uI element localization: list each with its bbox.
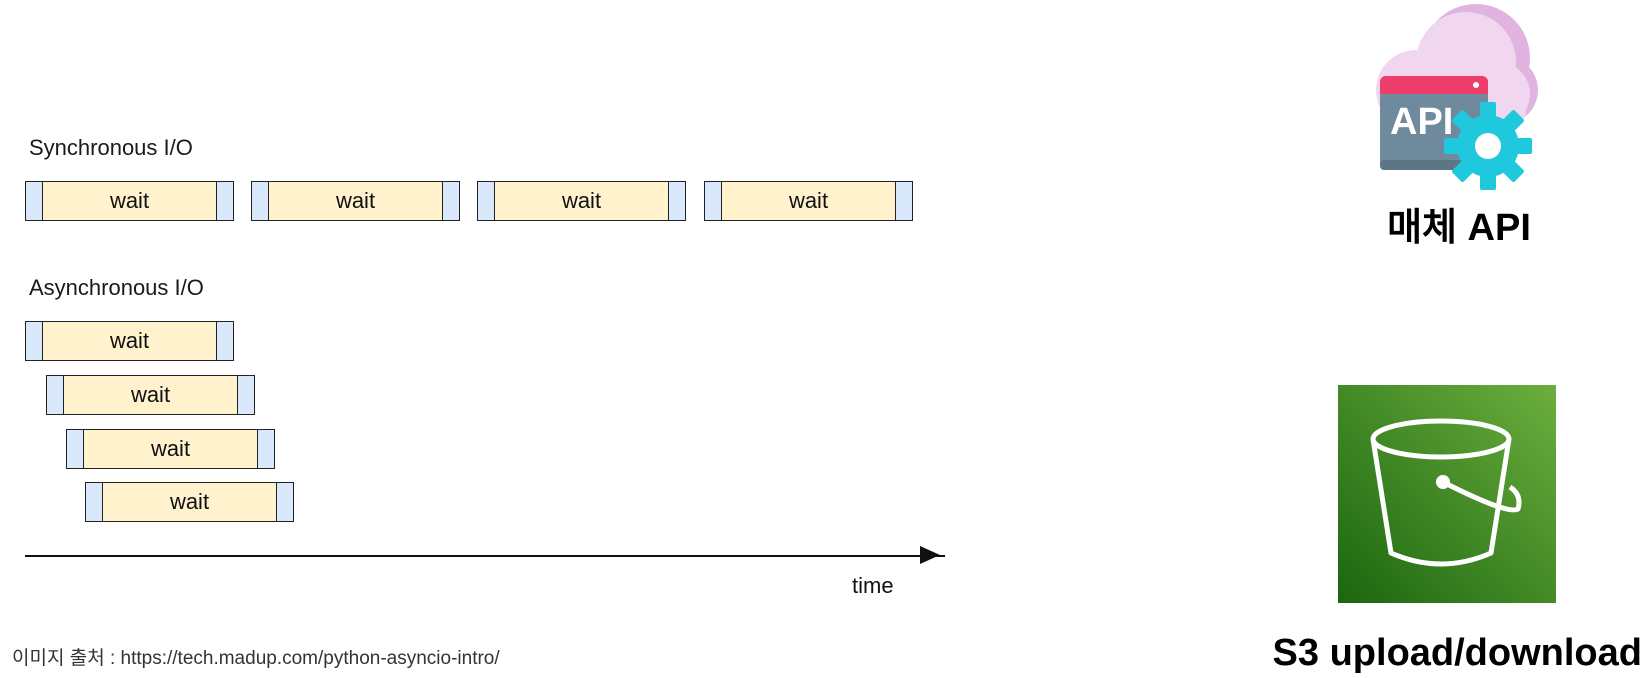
time-axis-arrowhead — [920, 546, 940, 564]
s3-bucket-icon — [1338, 385, 1556, 603]
box-start-cap — [67, 430, 84, 468]
bucket-handle-dot — [1436, 475, 1450, 489]
gear-icon — [1444, 102, 1532, 190]
box-end-cap — [257, 430, 274, 468]
wait-label: wait — [109, 188, 150, 213]
async-wait-box: wait — [66, 429, 275, 469]
box-start-cap — [478, 182, 495, 220]
box-end-cap — [276, 483, 293, 521]
bucket-shape — [1370, 418, 1522, 567]
box-end-cap — [895, 182, 912, 220]
api-title: 매체 API — [1387, 207, 1531, 249]
box-start-cap — [47, 376, 64, 414]
box-end-cap — [237, 376, 254, 414]
sync-io-label: Synchronous I/O — [29, 135, 193, 160]
cloud-api-gear-icon: API — [1376, 4, 1538, 190]
box-end-cap — [442, 182, 459, 220]
s3-title: S3 upload/download — [1272, 632, 1642, 674]
wait-label: wait — [561, 188, 602, 213]
image-credit: 이미지 출처 : https://tech.madup.com/python-a… — [12, 648, 500, 669]
box-start-cap — [252, 182, 269, 220]
box-start-cap — [26, 322, 43, 360]
wait-label: wait — [109, 328, 150, 353]
async-wait-box: wait — [85, 482, 294, 522]
box-start-cap — [705, 182, 722, 220]
wait-label: wait — [169, 489, 210, 514]
wait-label: wait — [150, 436, 191, 461]
wait-label: wait — [788, 188, 829, 213]
wait-label: wait — [335, 188, 376, 213]
sync-wait-box: wait — [704, 181, 913, 221]
box-end-cap — [668, 182, 685, 220]
box-end-cap — [216, 182, 233, 220]
box-start-cap — [86, 483, 103, 521]
sync-wait-box: wait — [251, 181, 460, 221]
box-start-cap — [26, 182, 43, 220]
wait-label: wait — [130, 382, 171, 407]
sync-wait-box: wait — [477, 181, 686, 221]
s3-icon-background — [1338, 385, 1556, 603]
sync-wait-box: wait — [25, 181, 234, 221]
box-end-cap — [216, 322, 233, 360]
time-axis-label: time — [852, 573, 894, 598]
async-wait-box: wait — [25, 321, 234, 361]
api-icon-text: API — [1390, 101, 1453, 143]
async-wait-box: wait — [46, 375, 255, 415]
time-axis-line — [25, 555, 945, 557]
async-io-label: Asynchronous I/O — [29, 275, 204, 300]
